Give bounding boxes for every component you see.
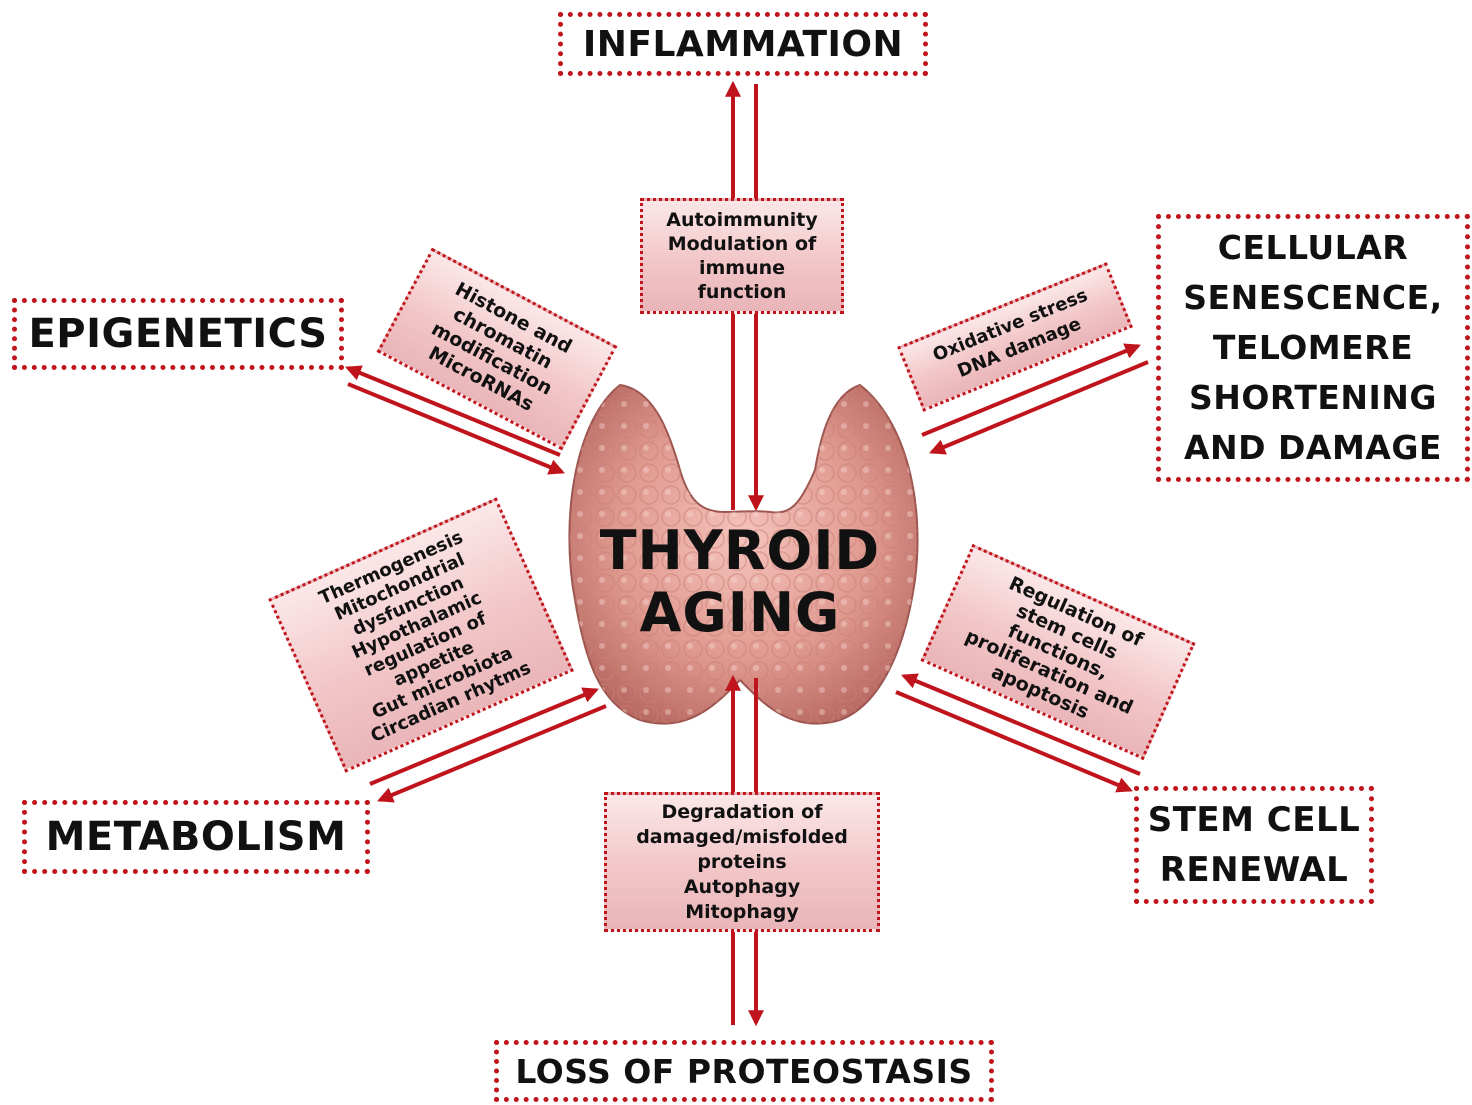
inflammation-box: INFLAMMATION [558,12,928,76]
inflammation-mechanisms-box: Autoimmunity Modulation of immune functi… [640,198,844,314]
mechanism-line: damaged/misfolded [636,825,848,850]
mechanism-line: Autoimmunity [666,208,818,232]
proteostasis-label: LOSS OF PROTEOSTASIS [515,1052,972,1091]
proteostasis-box: LOSS OF PROTEOSTASIS [494,1040,994,1102]
mechanism-line: immune [699,256,785,280]
mechanism-line: Mitophagy [685,900,799,925]
senescence-box: CELLULAR SENESCENCE, TELOMERE SHORTENING… [1156,214,1470,482]
stem-cell-label-line: RENEWAL [1160,845,1349,895]
epigenetics-label: EPIGENETICS [28,311,327,357]
mechanism-line: Modulation of [668,232,817,256]
stem-cell-label-line: STEM CELL [1148,795,1361,845]
metabolism-label: METABOLISM [46,814,347,860]
senescence-label-line: CELLULAR [1218,223,1408,273]
epigenetics-box: EPIGENETICS [12,298,344,370]
mechanism-line: function [698,280,787,304]
senescence-label-line: AND DAMAGE [1184,423,1442,473]
stem-cell-box: STEM CELL RENEWAL [1134,786,1374,904]
senescence-label-line: SENESCENCE, [1183,273,1442,323]
mechanism-line: Degradation of [662,800,823,825]
center-title-line: THYROID [560,520,920,582]
center-title: THYROID AGING [560,520,920,644]
senescence-label-line: SHORTENING [1189,373,1437,423]
metabolism-box: METABOLISM [22,800,370,874]
proteostasis-mechanisms-box: Degradation of damaged/misfolded protein… [604,792,880,932]
senescence-label-line: TELOMERE [1213,323,1413,373]
center-title-line: AGING [560,582,920,644]
mechanism-line: Autophagy [684,875,800,900]
inflammation-label: INFLAMMATION [583,24,903,65]
mechanism-line: proteins [697,850,786,875]
